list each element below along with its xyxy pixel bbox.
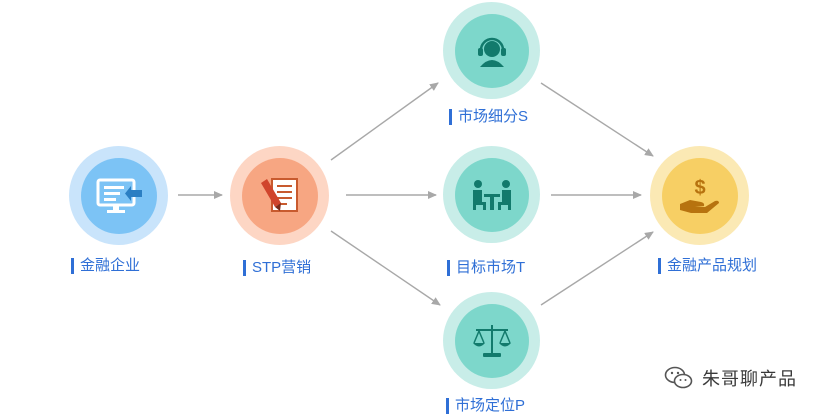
node-core — [454, 13, 529, 88]
label-segmentation: 市场细分S — [449, 107, 528, 127]
node-core — [454, 157, 529, 232]
node-product-planning: $ — [650, 146, 749, 245]
svg-text:$: $ — [694, 177, 705, 199]
node-targeting — [443, 146, 540, 243]
node-segmentation — [443, 2, 540, 99]
node-core — [80, 157, 157, 234]
watermark: 朱哥聊产品 — [664, 364, 797, 392]
node-core: $ — [661, 157, 738, 234]
node-stp-marketing — [230, 146, 329, 245]
watermark-text: 朱哥聊产品 — [702, 369, 797, 389]
node-core — [454, 303, 529, 378]
arrow-stp-to-segmentation — [330, 82, 439, 161]
label-product-planning: 金融产品规划 — [658, 256, 757, 276]
monitor-icon — [96, 178, 142, 213]
label-targeting: 目标市场T — [447, 258, 525, 278]
document-pen-icon — [260, 177, 298, 212]
node-financial-enterprise — [69, 146, 168, 245]
customer-service-icon — [477, 37, 506, 67]
node-positioning — [443, 292, 540, 389]
arrow-stp-to-positioning — [330, 230, 441, 306]
label-financial-enterprise: 金融企业 — [71, 256, 140, 276]
balance-scale-icon — [472, 324, 511, 357]
label-stp-marketing: STP营销 — [243, 258, 311, 278]
arrow-positioning-to-planning — [540, 231, 654, 306]
meeting-icon — [472, 179, 511, 210]
node-core — [241, 157, 318, 234]
wechat-icon — [664, 366, 693, 389]
arrow-segmentation-to-planning — [540, 82, 654, 157]
label-positioning: 市场定位P — [446, 396, 525, 416]
money-hand-icon: $ — [679, 177, 719, 213]
